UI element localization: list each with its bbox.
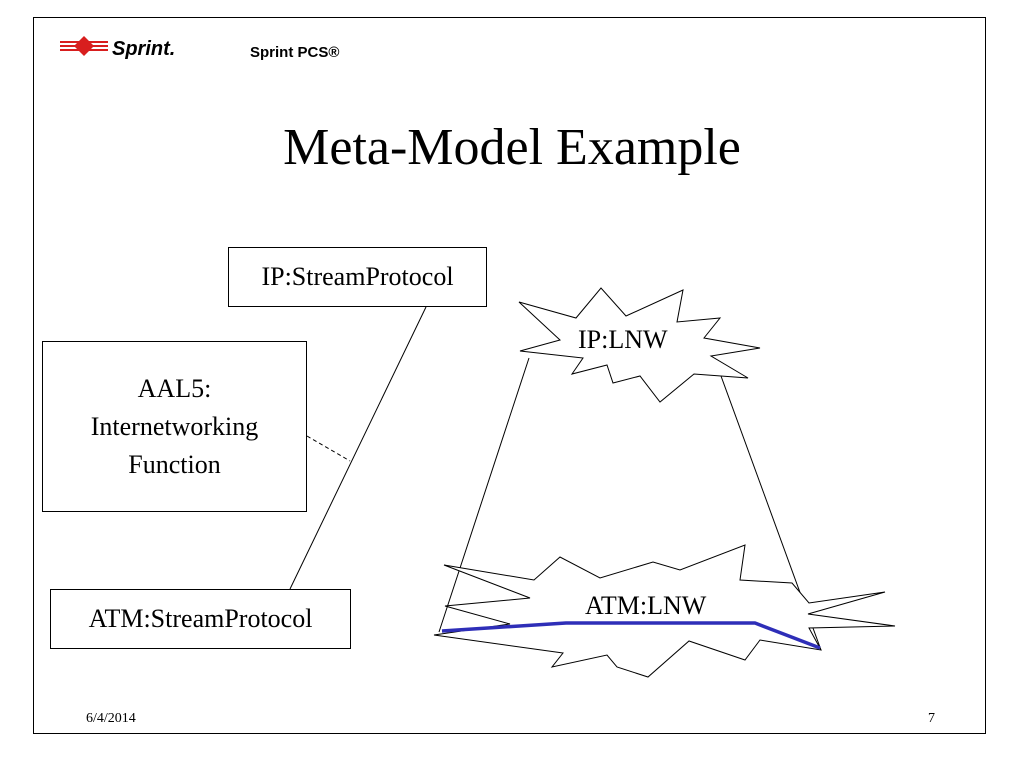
atm-lnw-cloud	[433, 544, 896, 678]
ip-lnw-label: IP:LNW	[578, 325, 668, 354]
footer-date: 6/4/2014	[86, 711, 136, 726]
ip-lnw-cloud	[518, 287, 761, 403]
aal5-line-2: Internetworking	[90, 412, 259, 441]
slide-title: Meta-Model Example	[283, 119, 741, 176]
sprint-logo: Sprint.	[112, 38, 176, 60]
aal5-line-3: Function	[128, 450, 221, 479]
aal5-function-box: AAL5: Internetworking Function	[42, 341, 307, 512]
sprint-pcs-logo: Sprint PCS®	[250, 44, 340, 61]
footer-page-number: 7	[928, 711, 935, 726]
ip-stream-protocol-box: IP:StreamProtocol	[228, 247, 487, 307]
slide-frame	[33, 17, 986, 734]
atm-path-line	[441, 621, 821, 650]
aal5-line-1: AAL5:	[137, 374, 212, 403]
atm-stream-protocol-box: ATM:StreamProtocol	[50, 589, 351, 649]
left-map-line	[438, 357, 530, 633]
protocol-link-line	[289, 306, 427, 590]
atm-lnw-label: ATM:LNW	[585, 591, 707, 620]
sprint-diamond-icon	[60, 36, 108, 56]
aal5-dashed-link	[306, 435, 351, 462]
